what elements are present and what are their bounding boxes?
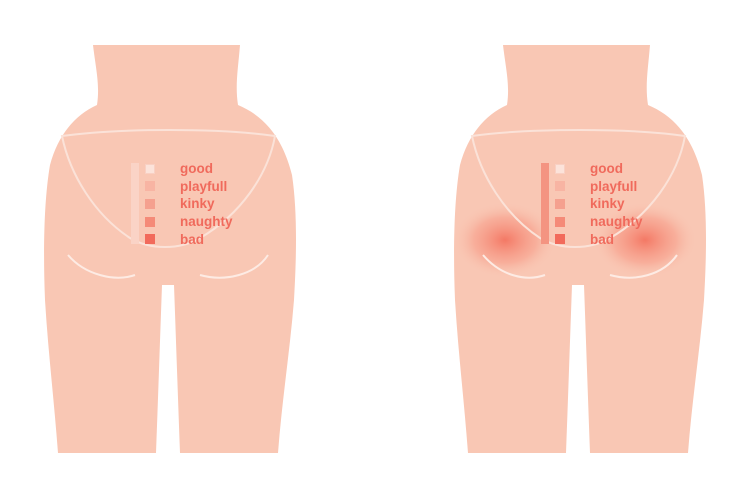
scale-label: bad [180, 231, 205, 247]
swatch-kinky [145, 198, 155, 209]
swatch-naughty [555, 216, 565, 227]
scale-item-naughty: naughty [555, 213, 643, 231]
scale-label: playfull [590, 178, 638, 194]
body-illustration-before [44, 45, 296, 453]
scale-label: good [180, 161, 213, 177]
leg-crease-left [482, 254, 546, 279]
swatch-bad [555, 234, 565, 245]
scale-item-kinky: kinky [145, 195, 233, 213]
swatch-good [145, 163, 155, 174]
leg-crease-left [67, 254, 136, 279]
scale-item-naughty: naughty [145, 213, 233, 231]
body-silhouette [44, 45, 296, 453]
level-meter-bar [131, 163, 139, 244]
swatch-naughty [145, 216, 155, 227]
blush-right [593, 202, 697, 278]
scale-label: kinky [590, 196, 625, 212]
scale-label: naughty [590, 214, 643, 230]
swatch-kinky [555, 198, 565, 209]
panty-outline [470, 129, 687, 248]
leg-crease-right [199, 254, 269, 279]
level-meter-bar [541, 163, 549, 244]
scale-legend: good playfull kinky naughty bad [145, 160, 233, 248]
scale-item-playfull: playfull [145, 178, 233, 196]
swatch-bad [145, 234, 155, 245]
blush-left [453, 202, 557, 278]
figure-after: good playfull kinky naughty bad [375, 0, 750, 500]
leg-crease-right [609, 254, 678, 279]
scale-label: good [590, 161, 623, 177]
scale-item-bad: bad [555, 230, 643, 248]
body-silhouette [454, 45, 706, 453]
scale-item-kinky: kinky [555, 195, 643, 213]
scale-label: naughty [180, 214, 233, 230]
scale-legend: good playfull kinky naughty bad [555, 160, 643, 248]
panty-outline [60, 129, 277, 248]
body-illustration-after [453, 45, 706, 453]
scale-item-playfull: playfull [555, 178, 643, 196]
swatch-good [555, 163, 565, 174]
swatch-playfull [555, 181, 565, 192]
figure-before: good playfull kinky naughty bad [44, 45, 296, 453]
scale-label: bad [590, 231, 615, 247]
scale-item-bad: bad [145, 230, 233, 248]
swatch-playfull [145, 181, 155, 192]
scale-item-good: good [145, 160, 233, 178]
scale-label: playfull [180, 178, 228, 194]
scale-item-good: good [555, 160, 643, 178]
scale-label: kinky [180, 196, 215, 212]
